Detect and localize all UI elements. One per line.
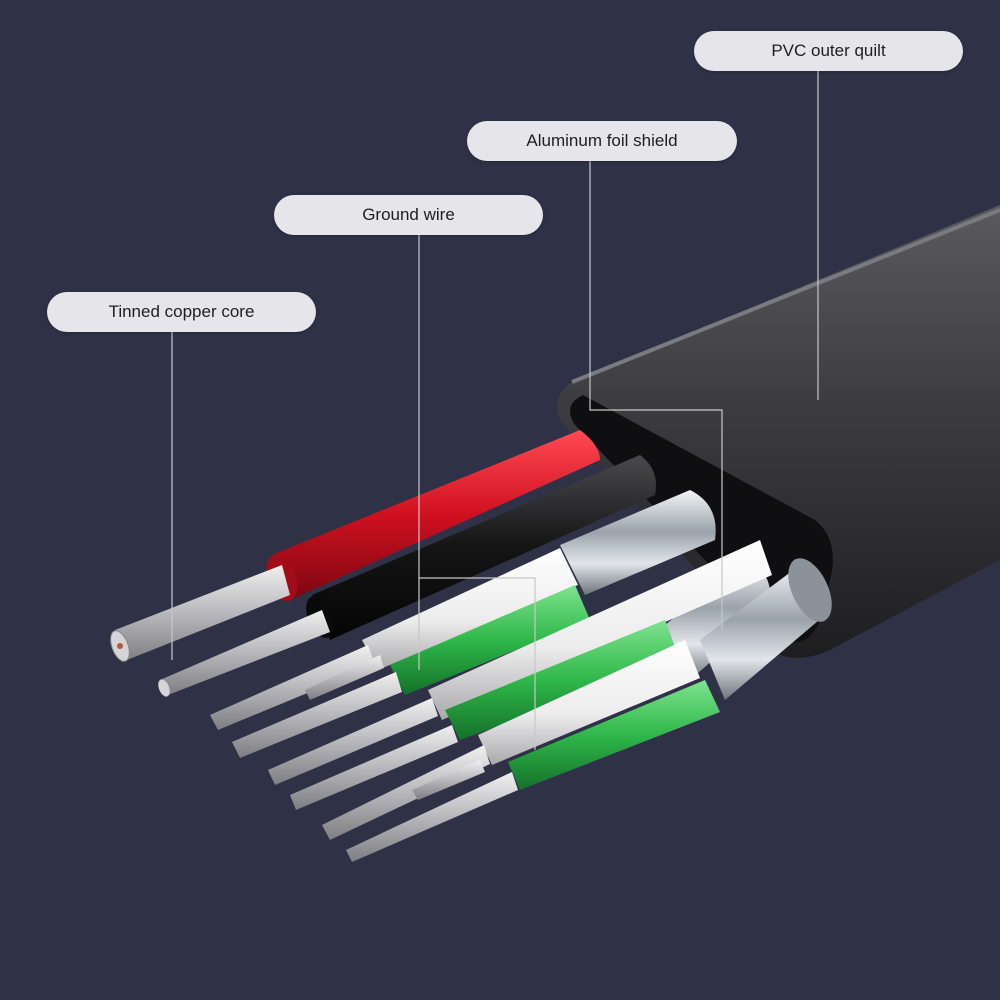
leader-lines (171, 71, 819, 750)
label-ground-wire: Ground wire (274, 195, 543, 235)
label-aluminum-foil-shield: Aluminum foil shield (467, 121, 737, 161)
label-pvc-outer-quilt: PVC outer quilt (694, 31, 963, 71)
red-wire (110, 430, 600, 662)
black-wire (158, 455, 656, 697)
shielded-pair-2 (268, 540, 772, 810)
label-tinned-copper-core: Tinned copper core (47, 292, 316, 332)
shielded-pair-3 (322, 558, 832, 862)
